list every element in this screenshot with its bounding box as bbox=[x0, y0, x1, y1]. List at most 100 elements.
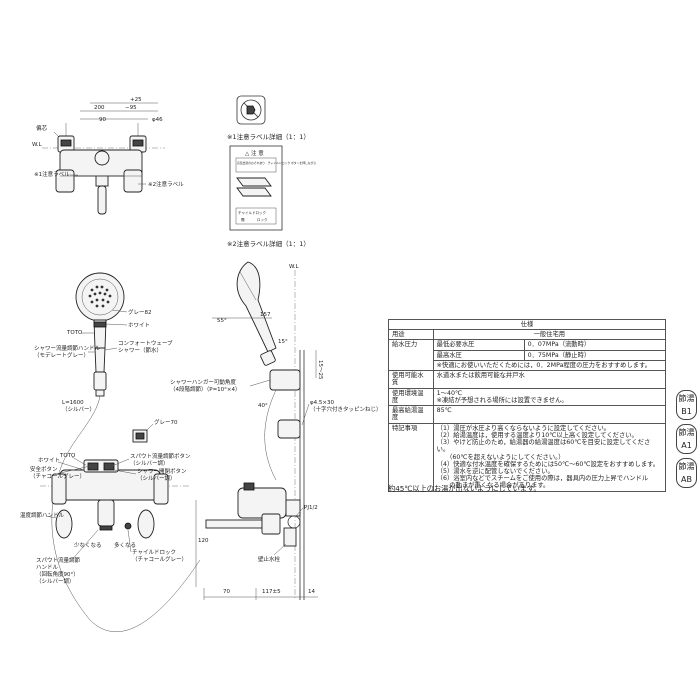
spec-max-key: 最高水圧 bbox=[432, 349, 525, 361]
angle-40: 40° bbox=[258, 403, 268, 409]
spec-hot-value: 85℃ bbox=[432, 405, 667, 424]
white-label-shower: ホワイト bbox=[128, 322, 150, 329]
spec-notes: （1）湯圧が水圧より高くならないように設定してください。 （2）給湯温度は，使用… bbox=[432, 422, 667, 492]
spout-flow-button-sub: （シルバー調） bbox=[130, 459, 169, 467]
spec-env-key: 使用環境温度 bbox=[388, 387, 434, 407]
caution-label-2: △ 注 意 高温出湯のおそれあり チャイルドロック ボタンを押しながら チャイル… bbox=[229, 145, 316, 231]
spec-note-4: （4）快適な付水温度を確保するためには50℃～60℃設定をおすすめします。 bbox=[436, 460, 660, 468]
wall-fitting-label: 壁止水栓 bbox=[258, 555, 281, 563]
label2-text: 高温出湯のおそれあり チャイルドロック ボタンを押しながら bbox=[237, 161, 316, 165]
angle-15: 15° bbox=[278, 339, 288, 345]
shower-button-label: シャワー開閉ボタン bbox=[137, 467, 187, 475]
dim-200: 200 bbox=[94, 105, 105, 111]
shower-head bbox=[51, 272, 201, 632]
screw-label-1: φ4.5×30 bbox=[310, 400, 334, 406]
label2-lock: チャイルドロック bbox=[238, 210, 266, 215]
grey82-label: グレー82 bbox=[128, 308, 152, 316]
white-label-front: ホワイト bbox=[38, 457, 60, 464]
pj-label: PJ1/2 bbox=[304, 505, 318, 511]
caution-label-1-callout: ※1注意ラベル bbox=[34, 170, 70, 178]
shower-button-sub: （シルバー調） bbox=[137, 474, 176, 482]
dim-70: 70 bbox=[223, 589, 230, 595]
dim-120: 120 bbox=[198, 538, 209, 544]
spec-env-value: 1～40℃ bbox=[436, 389, 463, 397]
hose-length-label: L=1600 bbox=[62, 400, 84, 406]
caution-label-1 bbox=[236, 95, 266, 125]
spec-env-note: ※凍結が予想される場所には設置できません。 bbox=[436, 396, 568, 404]
grey70-swatch bbox=[132, 429, 148, 443]
screw-label-2: （十字穴付きタッピンねじ） bbox=[310, 405, 382, 413]
dim-157: 157 bbox=[260, 312, 271, 318]
badge-b1: 節湯 B1 bbox=[676, 390, 697, 420]
spout-handle-label-1: スパウト流量調節 bbox=[36, 556, 81, 564]
badge-a1-top: 節湯 bbox=[678, 428, 695, 437]
badge-a1: 節湯 A1 bbox=[676, 424, 697, 454]
toto-label-front: TOTO bbox=[59, 453, 76, 459]
dim-90: 90 bbox=[99, 117, 106, 123]
spec-water-key: 使用可能水質 bbox=[388, 370, 434, 389]
comfort-wave-sub: シャワー（節水） bbox=[118, 346, 162, 354]
spec-max-value: 0．75MPa（静止時） bbox=[523, 349, 667, 361]
faucet-front bbox=[40, 459, 190, 539]
spout-handle-label-4: （シルバー調） bbox=[36, 577, 75, 585]
temp-handle-label: 温度調節ハンドル bbox=[20, 511, 65, 519]
caution-label-2-caption: ※2注意ラベル詳細（1：1） bbox=[227, 239, 310, 248]
spec-note-3: （3）やけど防止のため，給湯器の給湯温度は60℃を目安に設定してください。 bbox=[436, 439, 651, 454]
dim-minus95: −95 bbox=[125, 105, 137, 111]
dim-15-25: 15～25 bbox=[317, 360, 323, 380]
comfort-wave-label: コンフォートウェーブ bbox=[118, 339, 173, 347]
spec-water-value: 水道水または飲用可能な井戸水 bbox=[432, 370, 667, 389]
caution-label-1-caption: ※1注意ラベル詳細（1：1） bbox=[227, 132, 310, 141]
badge-a1-bottom: A1 bbox=[681, 441, 692, 450]
spec-notes-key: 特記事項 bbox=[388, 422, 434, 492]
spec-min-key: 最低必要水圧 bbox=[432, 339, 525, 351]
dim-117: 117±5 bbox=[262, 589, 281, 595]
spec-note-5: （5）湯水を逆に配管しないでください。 bbox=[436, 467, 554, 475]
footnote: 約45℃以上のお湯が出ないようにしています。 bbox=[388, 484, 541, 493]
label2-head: △ 注 意 bbox=[245, 149, 264, 157]
spec-title: 仕様 bbox=[388, 318, 666, 331]
dim-plus25: +25 bbox=[130, 97, 142, 103]
top-view: +25 200 −95 90 φ46 W.L 偏芯 ※1注意ラベル ※2注意ラベ… bbox=[32, 97, 184, 215]
spec-note-2: （2）給湯温度は，使用する温度より10℃以上高く設定してください。 bbox=[436, 431, 638, 439]
safety-button-label: 安全ボタン bbox=[30, 465, 58, 473]
dim-14: 14 bbox=[308, 589, 315, 595]
label2-lock-open: 開 bbox=[241, 217, 245, 222]
spec-min-value: 0．07MPa（流動時） bbox=[523, 339, 667, 351]
badge-ab-top: 節湯 bbox=[678, 462, 695, 471]
toto-label-shower: TOTO bbox=[66, 330, 83, 336]
shower-flow-handle-sub: （モデレートグレー） bbox=[34, 351, 89, 359]
badge-ab-bottom: AB bbox=[681, 475, 692, 484]
caution-label-2-callout: ※2注意ラベル bbox=[148, 180, 184, 188]
badge-b1-top: 節湯 bbox=[678, 394, 695, 403]
spout-handle-label-3: （回転角度90°） bbox=[36, 570, 79, 578]
grey70-label: グレー70 bbox=[154, 418, 178, 426]
safety-button-sub: （チャコールグレー） bbox=[30, 472, 85, 480]
spec-note-6b: の動きが重くなる場合があります。 bbox=[436, 482, 550, 490]
more-label: 多くなる bbox=[114, 541, 136, 549]
less-label: 少なくなる bbox=[74, 542, 102, 549]
spec-note-1: （1）湯圧が水圧より高くならないように設定してください。 bbox=[436, 424, 611, 432]
spec-note-3b: （60℃を超えないようにしてください。） bbox=[436, 453, 565, 461]
child-lock-label: チャイルドロック bbox=[132, 549, 176, 556]
hanger-label-1: シャワーハンガー可動角度 bbox=[170, 378, 236, 386]
label2-lock-closed: ロック bbox=[257, 217, 268, 222]
wl-label-top: W.L bbox=[32, 142, 43, 148]
hose-color-label: （シルバー） bbox=[62, 406, 95, 413]
spec-use-key: 用途 bbox=[388, 329, 434, 341]
badge-b1-bottom: B1 bbox=[681, 407, 692, 416]
wl-label-side: W.L bbox=[289, 264, 300, 270]
eccentric-label: 偏芯 bbox=[36, 124, 48, 132]
spec-pressure-key: 給水圧力 bbox=[388, 339, 434, 372]
spec-use-value: 一般住宅用 bbox=[432, 329, 667, 341]
spout-handle-label-2: ハンドル bbox=[36, 565, 59, 571]
angle-55: 55° bbox=[217, 318, 227, 324]
shower-flow-handle-label: シャワー流量調節ハンドル bbox=[34, 344, 101, 352]
side-view: 157 55° 15° 15～25 40° W.L 120 70 117±5 1… bbox=[195, 261, 323, 600]
child-lock-sub: （チャコールグレー） bbox=[132, 555, 187, 563]
spec-pressure-note: ※快適にお使いいただくためには，0．2MPa程度の圧力をおすすめします。 bbox=[432, 359, 667, 372]
spout-flow-button-label: スパウト流量調節ボタン bbox=[130, 452, 191, 460]
spec-table: 仕様 用途 一般住宅用 給水圧力 最低必要水圧 0．07MPa（流動時） 最高水… bbox=[388, 318, 667, 492]
spec-note-6: （6）浴室内などでスチームをご使用の際は，器具内の圧力上昇でハンドル bbox=[436, 475, 649, 483]
